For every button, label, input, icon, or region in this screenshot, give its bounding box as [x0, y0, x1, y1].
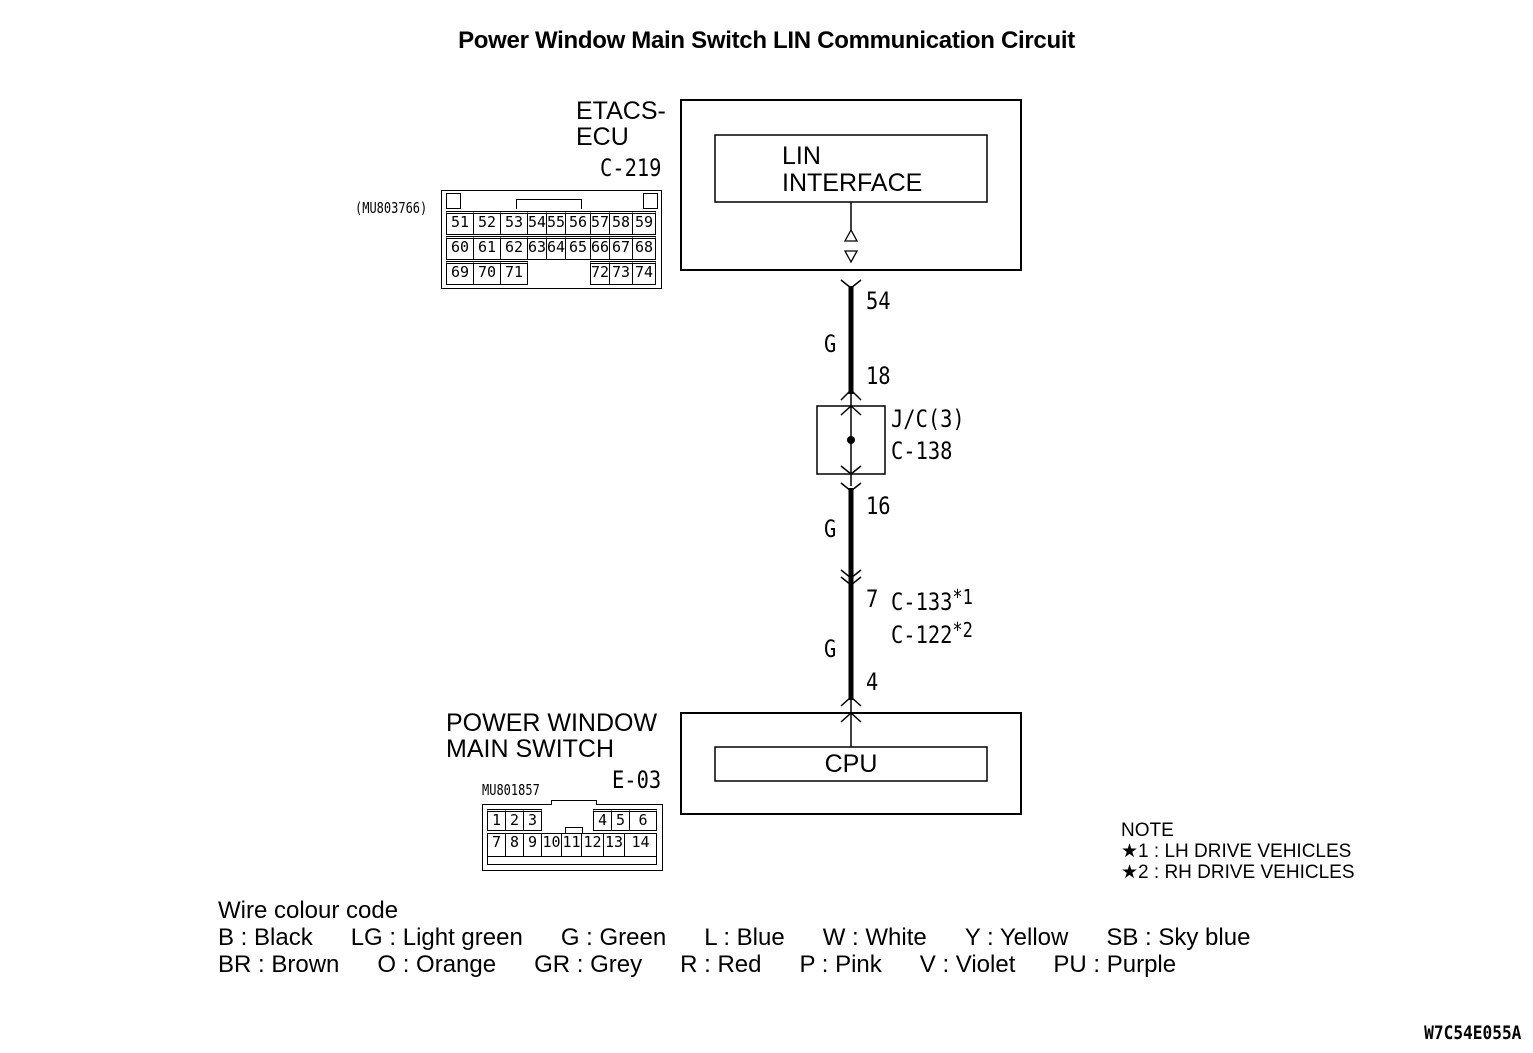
pin-4-label: 4	[866, 668, 879, 696]
wire-color-label-3: G	[824, 635, 837, 663]
legend-item: O : Orange	[377, 951, 497, 978]
connector-pin-56: 56	[565, 211, 591, 235]
legend-row-1: B : Black LG : Light green G : Green L : Bl…	[218, 924, 1250, 951]
connector-pin-14: 14	[624, 833, 657, 857]
diagram-title: Power Window Main Switch LIN Communicati…	[458, 27, 1075, 54]
connector-pin-58: 58	[609, 211, 633, 235]
connector-pin-64: 64	[546, 236, 566, 260]
connector-mark-4	[840, 695, 862, 707]
connector-mark-18	[840, 388, 862, 401]
connector-pin-5: 5	[611, 809, 630, 831]
lin-interface-line2: INTERFACE	[782, 169, 923, 197]
connector-pin-10: 10	[541, 833, 562, 857]
wire-color-label-1: G	[824, 330, 837, 358]
legend-item: SB : Sky blue	[1106, 924, 1251, 951]
connector-mark-7-upper	[840, 569, 862, 579]
legend-heading: Wire colour code	[218, 897, 399, 924]
etacs-name-line2: ECU	[576, 123, 629, 151]
connector-pin-73: 73	[609, 261, 633, 285]
connector-pin-2: 2	[505, 809, 524, 831]
connector-pin-63: 63	[527, 236, 547, 260]
etacs-part-number: (MU803766)	[355, 199, 428, 217]
connector-pin-68: 68	[632, 236, 656, 260]
connector-pin-61: 61	[473, 236, 501, 260]
connector-pin-66: 66	[590, 236, 610, 260]
pin-54-label: 54	[866, 287, 891, 315]
pin-18-label: 18	[866, 362, 891, 390]
connector-pin-7: 7	[487, 833, 506, 857]
connector-pin-74: 74	[632, 261, 656, 285]
connector-pin-70: 70	[473, 261, 501, 285]
connector-pin-11: 11	[561, 833, 582, 857]
pw-switch-name-line1: POWER WINDOW	[446, 709, 658, 737]
legend-item: BR : Brown	[218, 951, 340, 978]
legend-item: GR : Grey	[534, 951, 643, 978]
connector-mark-54	[840, 279, 862, 289]
connector-pin-59: 59	[632, 211, 656, 235]
connector-pin-54: 54	[527, 211, 547, 235]
wire-color-label-2: G	[824, 515, 837, 543]
connector-pin-65: 65	[565, 236, 591, 260]
note-item-2: ★2 : RH DRIVE VEHICLES	[1121, 862, 1355, 883]
connector-pin-9: 9	[523, 833, 542, 857]
etacs-connector-id: C-219	[600, 154, 662, 182]
legend-item: Y : Yellow	[964, 924, 1069, 951]
connector-pin-8: 8	[505, 833, 524, 857]
legend-item: PU : Purple	[1053, 951, 1177, 978]
connector-pin-6: 6	[629, 809, 657, 831]
pw-switch-name-line2: MAIN SWITCH	[446, 735, 615, 763]
connector-pin-57: 57	[590, 211, 610, 235]
legend-row-2: BR : Brown O : Orange GR : Grey R : Red P : …	[218, 951, 1176, 978]
legend-item: B : Black	[218, 924, 313, 951]
pw-switch-connector-id: E-03	[612, 766, 662, 794]
receive-triangle-icon	[843, 250, 859, 264]
connector-pin-69: 69	[446, 261, 474, 285]
connector-pin-67: 67	[609, 236, 633, 260]
connector-c133-label: C-133*1	[891, 585, 973, 616]
connector-pin-71: 71	[500, 261, 528, 285]
connector-base	[487, 857, 657, 865]
legend-item: G : Green	[560, 924, 667, 951]
pin-16-label: 16	[866, 492, 891, 520]
pin-7-label: 7	[866, 585, 879, 613]
legend-item: V : Violet	[919, 951, 1016, 978]
legend-item: LG : Light green	[350, 924, 523, 951]
connector-pin-62: 62	[500, 236, 528, 260]
cpu-block	[714, 746, 988, 782]
lin-interface-line1: LIN	[782, 142, 821, 170]
connector-pin-55: 55	[546, 211, 566, 235]
connector-pin-12: 12	[581, 833, 604, 857]
cpu-label: CPU	[824, 750, 878, 778]
connector-pin-51: 51	[446, 211, 474, 235]
junction-dot	[847, 436, 855, 444]
legend-item: R : Red	[680, 951, 762, 978]
transmit-triangle-icon	[843, 228, 859, 242]
pw-switch-part-number: MU801857	[482, 781, 540, 799]
lh-footnote-mark: *1	[952, 585, 973, 609]
legend-item: L : Blue	[704, 924, 785, 951]
connector-pin-4: 4	[593, 809, 612, 831]
connector-pin-60: 60	[446, 236, 474, 260]
figure-code: W7C54E055A	[1423, 1022, 1521, 1044]
junction-name: J/C(3)	[891, 405, 965, 433]
connector-pin-72: 72	[590, 261, 610, 285]
connector-mark-7-lower	[840, 576, 862, 586]
connector-pin-52: 52	[473, 211, 501, 235]
junction-connector-id: C-138	[891, 437, 953, 465]
note-heading: NOTE	[1121, 820, 1174, 841]
rh-footnote-mark: *2	[952, 618, 973, 642]
connector-pin-13: 13	[603, 833, 625, 857]
legend-item: P : Pink	[799, 951, 882, 978]
connector-c122-label: C-122*2	[891, 618, 973, 649]
connector-pin-1: 1	[487, 809, 506, 831]
connector-pin-53: 53	[500, 211, 528, 235]
etacs-name-line1: ETACS-	[576, 97, 666, 125]
etacs-ecu-box	[680, 99, 1022, 271]
legend-item: W : White	[822, 924, 927, 951]
connector-pin-3: 3	[523, 809, 542, 831]
note-item-1: ★1 : LH DRIVE VEHICLES	[1121, 841, 1352, 862]
